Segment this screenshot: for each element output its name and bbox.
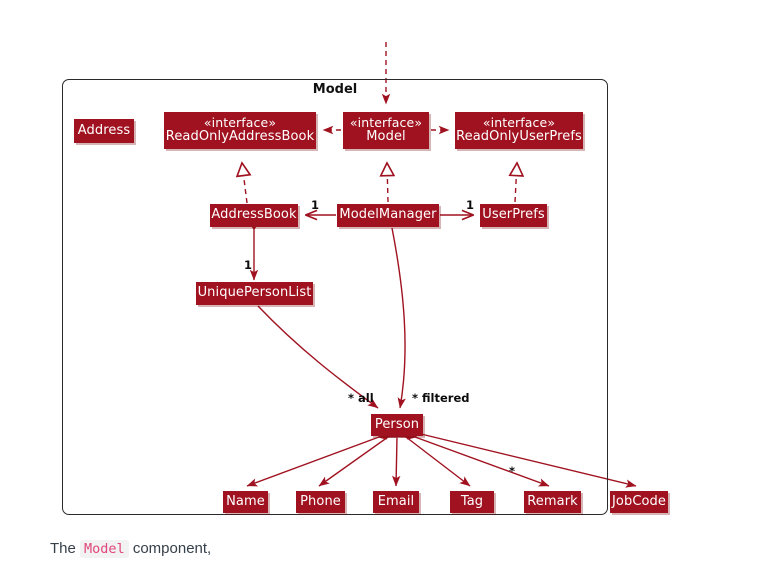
edge-person-phone <box>318 429 399 487</box>
caption-prefix: The <box>50 540 76 557</box>
figure-caption: The Model component, <box>50 540 212 558</box>
edge-uniquepersonlist-person <box>257 305 379 409</box>
edge-addressbook-realizes-readonlyaddressbook <box>242 163 247 204</box>
caption-suffix: component, <box>132 540 212 557</box>
class-name: Person <box>374 416 420 432</box>
class-name: Address <box>77 122 131 138</box>
class-box-userprefs[interactable]: UserPrefs <box>480 204 547 227</box>
edge-label-mult-userprefs: 1 <box>466 198 475 212</box>
class-box-tag[interactable]: Tag <box>450 491 494 513</box>
edge-person-jobcode <box>408 427 637 488</box>
class-box-readonlyaddressbook[interactable]: «interface»ReadOnlyAddressBook <box>164 112 316 149</box>
class-name: JobCode <box>611 493 667 509</box>
package-frame-model <box>62 79 608 515</box>
class-box-remark[interactable]: Remark <box>524 491 581 513</box>
class-box-phone[interactable]: Phone <box>296 491 345 513</box>
edge-label-mult-remark: * <box>509 464 516 478</box>
class-box-jobcode[interactable]: JobCode <box>610 491 668 513</box>
edge-modelmanager-realizes-model <box>387 163 388 203</box>
edge-label-mult-personlist: 1 <box>244 258 253 272</box>
edge-userprefs-realizes-readonlyuserprefs <box>515 163 517 203</box>
class-box-person[interactable]: Person <box>371 414 423 436</box>
class-name: Tag <box>460 493 484 509</box>
class-stereotype: «interface» <box>482 115 556 131</box>
class-box-name[interactable]: Name <box>223 491 268 513</box>
class-box-uniquepersonlist[interactable]: UniquePersonList <box>196 282 313 305</box>
edge-label-role-all: * all <box>348 391 374 405</box>
class-box-addressbook[interactable]: AddressBook <box>210 204 298 227</box>
class-box-modelmanager[interactable]: ModelManager <box>337 204 439 227</box>
class-name: ReadOnlyAddressBook <box>165 129 315 145</box>
class-name: AddressBook <box>211 207 297 223</box>
package-title: Model <box>312 82 358 97</box>
class-name: Name <box>226 493 265 509</box>
class-stereotype: «interface» <box>349 115 423 131</box>
class-box-email[interactable]: Email <box>373 491 419 513</box>
class-name: Email <box>377 493 415 509</box>
class-name: Phone <box>300 493 341 509</box>
class-name: Model <box>366 129 406 145</box>
class-box-address[interactable]: Address <box>74 119 134 143</box>
edge-label-role-filtered: * filtered <box>412 391 470 405</box>
edge-label-mult-addressbook: 1 <box>311 198 320 212</box>
class-name: ModelManager <box>339 207 437 223</box>
class-stereotype: «interface» <box>203 115 277 131</box>
class-name: UserPrefs <box>482 207 545 223</box>
caption-inline-code: Model <box>80 540 129 558</box>
edge-modelmanager-person <box>391 227 406 409</box>
class-box-readonlyuserprefs[interactable]: «interface»ReadOnlyUserPrefs <box>455 112 583 149</box>
class-name: Remark <box>527 493 578 509</box>
class-box-model[interactable]: «interface»Model <box>343 112 429 149</box>
class-name: UniquePersonList <box>197 285 312 301</box>
class-name: ReadOnlyUserPrefs <box>456 129 582 145</box>
